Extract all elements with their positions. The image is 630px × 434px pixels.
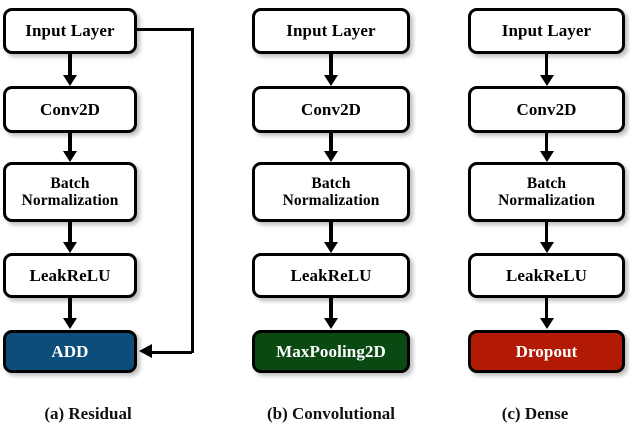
arrow-head-down-icon (539, 318, 554, 329)
arrow-head-down-icon (63, 75, 77, 86)
node-conv2d[interactable]: Conv2D (468, 86, 625, 133)
skip-segment-top (137, 27, 194, 31)
node-label: Dropout (515, 341, 578, 361)
block-column-residual: Input Layer Conv2D Batch Normalization L… (0, 0, 210, 434)
node-batch-normalization[interactable]: Batch Normalization (468, 162, 625, 222)
arrow-shaft (544, 222, 549, 243)
column-caption: (a) Residual (44, 404, 132, 423)
arrow-shaft (68, 54, 72, 76)
node-label: Conv2D (39, 99, 101, 119)
node-input-layer[interactable]: Input Layer (468, 8, 625, 54)
node-batch-normalization[interactable]: Batch Normalization (252, 162, 410, 222)
column-caption: (c) Dense (501, 404, 569, 423)
arrow-shaft (329, 133, 333, 152)
node-leakrelu[interactable]: LeakReLU (468, 253, 625, 298)
node-label: Input Layer (501, 21, 592, 41)
column-caption: (b) Convolutional (267, 404, 395, 423)
arrow-shaft (544, 54, 549, 76)
node-input-layer[interactable]: Input Layer (252, 8, 410, 54)
node-label-line2: Normalization (282, 192, 380, 209)
arrow-head-down-icon (324, 318, 338, 329)
arrow-shaft (544, 298, 549, 319)
arrow-head-down-icon (539, 242, 554, 253)
node-maxpooling2d[interactable]: MaxPooling2D (252, 330, 410, 373)
node-label: LeakReLU (29, 265, 111, 285)
node-conv2d[interactable]: Conv2D (3, 86, 137, 133)
node-label-line2: Normalization (498, 192, 595, 209)
node-label: Input Layer (286, 21, 376, 41)
node-label: Batch Normalization (279, 175, 384, 210)
node-label: Conv2D (516, 99, 577, 119)
node-conv2d[interactable]: Conv2D (252, 86, 410, 133)
arrow-shaft (544, 133, 549, 152)
node-label-line1: Batch (526, 174, 567, 192)
node-label-line1: Batch (50, 174, 90, 192)
node-label: LeakReLU (290, 265, 372, 285)
arrow-head-down-icon (539, 151, 554, 162)
arrow-head-down-icon (63, 318, 77, 329)
arrow-head-left-icon (139, 344, 152, 358)
node-label-line1: Batch (311, 174, 351, 192)
node-leakrelu[interactable]: LeakReLU (3, 253, 137, 298)
node-label-line2: Normalization (21, 192, 119, 209)
block-column-dense: Input Layer Conv2D Batch Normalization L… (440, 0, 630, 434)
node-label: Input Layer (25, 21, 115, 41)
block-column-convolutional: Input Layer Conv2D Batch Normalization L… (220, 0, 420, 434)
arrow-head-down-icon (63, 242, 77, 253)
arrow-head-down-icon (324, 151, 338, 162)
arrow-head-down-icon (324, 242, 338, 253)
node-label: Conv2D (300, 99, 362, 119)
node-batch-normalization[interactable]: Batch Normalization (3, 162, 137, 222)
node-label: LeakReLU (505, 265, 588, 285)
arrow-head-down-icon (63, 151, 77, 162)
arrow-head-down-icon (539, 75, 554, 86)
node-input-layer[interactable]: Input Layer (3, 8, 137, 54)
node-label: Batch Normalization (494, 175, 599, 210)
node-label: ADD (51, 341, 89, 361)
arrow-shaft (329, 298, 333, 319)
node-dropout[interactable]: Dropout (468, 330, 625, 373)
arrow-shaft (329, 222, 333, 243)
arrow-shaft (68, 133, 72, 152)
arrow-shaft (329, 54, 333, 76)
arrow-shaft (68, 222, 72, 243)
arrow-shaft (68, 298, 72, 319)
skip-segment-bottom (152, 350, 192, 354)
node-add[interactable]: ADD (3, 330, 137, 373)
node-leakrelu[interactable]: LeakReLU (252, 253, 410, 298)
arrow-head-down-icon (324, 75, 338, 86)
skip-segment-right (190, 27, 194, 353)
node-label: Batch Normalization (18, 175, 123, 210)
node-label: MaxPooling2D (276, 341, 386, 361)
